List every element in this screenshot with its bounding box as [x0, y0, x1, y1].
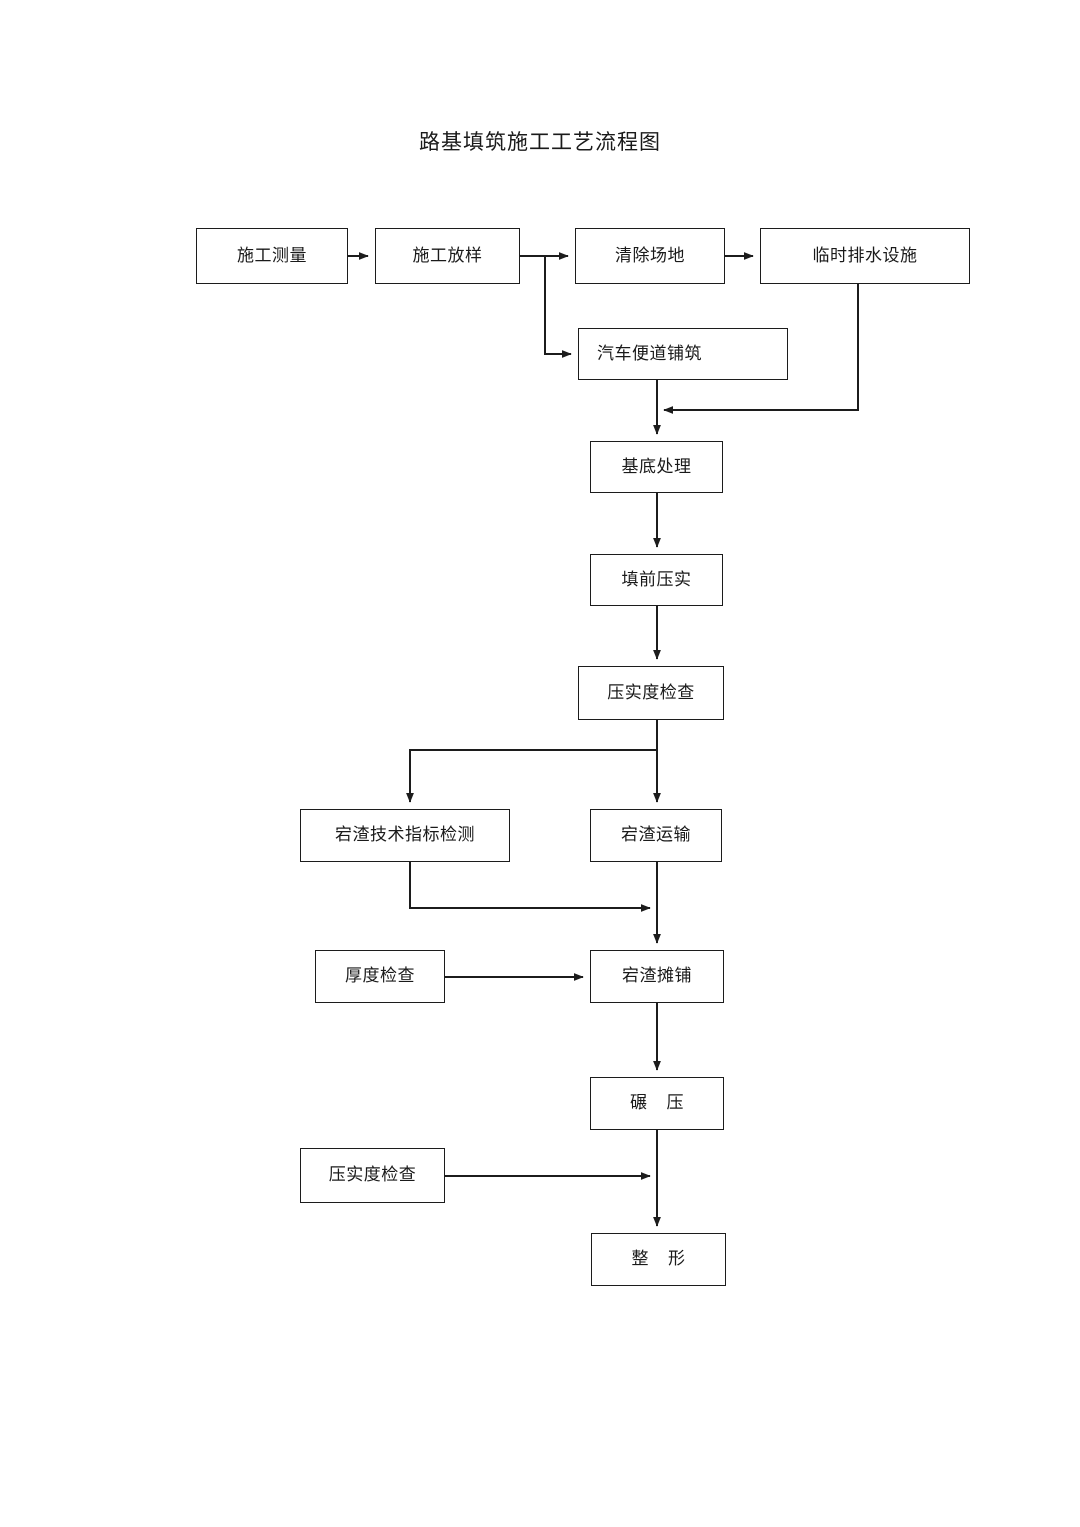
flow-node[interactable]: 施工放样: [375, 228, 520, 284]
flow-node[interactable]: 汽车便道铺筑: [578, 328, 788, 380]
page-title: 路基填筑施工工艺流程图: [419, 130, 661, 154]
flow-node-label: 基底处理: [621, 456, 692, 476]
flow-node-label: 压实度检查: [607, 682, 695, 702]
edge-stakeout-to-road: [544, 256, 572, 358]
edge-slagtest-to-trunk: [409, 862, 651, 912]
flow-node-label: 汽车便道铺筑: [597, 343, 702, 363]
flow-node[interactable]: 宕渣技术指标检测: [300, 809, 510, 862]
flow-node[interactable]: 碾 压: [590, 1077, 724, 1130]
flow-node-label: 宕渣技术指标检测: [335, 825, 475, 845]
flow-node[interactable]: 清除场地: [575, 228, 725, 284]
flow-node[interactable]: 压实度检查: [300, 1148, 445, 1203]
flow-node[interactable]: 施工测量: [196, 228, 348, 284]
edge-check-to-slagtest: [406, 749, 657, 803]
flow-node-label: 整 形: [631, 1249, 686, 1269]
flow-node[interactable]: 宕渣运输: [590, 809, 722, 862]
flow-node[interactable]: 宕渣摊铺: [590, 950, 724, 1003]
flow-node-label: 压实度检查: [328, 1165, 417, 1185]
flow-node[interactable]: 压实度检查: [578, 666, 724, 720]
flow-node-label: 宕渣运输: [621, 825, 691, 845]
flow-node[interactable]: 填前压实: [590, 554, 723, 606]
flow-node-label: 清除场地: [615, 245, 685, 265]
flow-node-label: 填前压实: [621, 569, 692, 589]
flow-node-label: 施工放样: [412, 245, 483, 265]
flow-node-label: 施工测量: [237, 245, 307, 265]
flow-node[interactable]: 整 形: [591, 1233, 726, 1286]
flow-node[interactable]: 厚度检查: [315, 950, 445, 1003]
flow-node-label: 宕渣摊铺: [622, 966, 692, 986]
flow-node-label: 碾 压: [630, 1093, 684, 1113]
flow-node[interactable]: 基底处理: [590, 441, 723, 493]
flow-node[interactable]: 临时排水设施: [760, 228, 970, 284]
flow-node-label: 厚度检查: [345, 966, 415, 986]
flow-node-label: 临时排水设施: [812, 245, 918, 265]
